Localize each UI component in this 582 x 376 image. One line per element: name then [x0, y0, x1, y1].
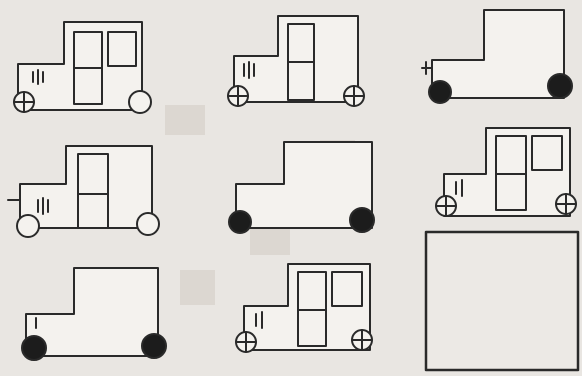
- car-r2c1: [8, 146, 159, 237]
- car-r3c1: [22, 268, 166, 360]
- answer-box[interactable]: [426, 232, 578, 370]
- car-r1c1: [14, 22, 151, 113]
- car-r1c3: [422, 10, 572, 103]
- car-r1c2: [228, 16, 364, 106]
- car-r2c2: [229, 142, 374, 233]
- car-r2c3: [436, 128, 576, 216]
- car-r3c2: [236, 264, 372, 352]
